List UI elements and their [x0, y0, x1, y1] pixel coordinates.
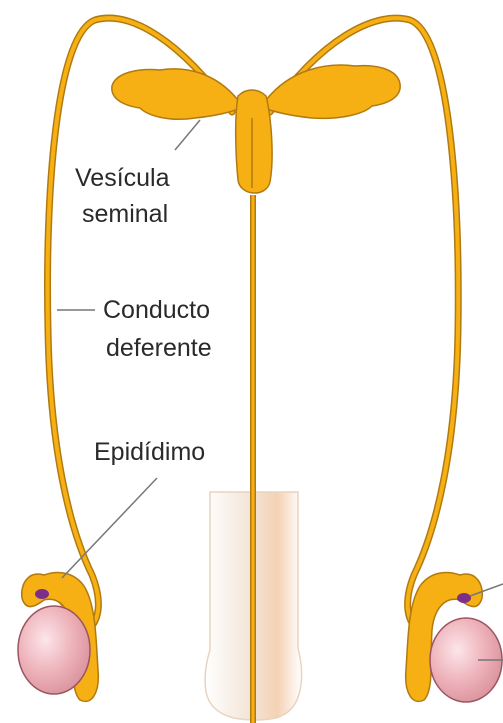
right-seminal-vesicle: [264, 65, 400, 118]
ejaculatory-body: [236, 90, 272, 193]
vesicula-label-line2: seminal: [82, 200, 168, 228]
left-seminal-vesicle: [112, 69, 240, 119]
left-marker: [35, 589, 49, 599]
vesicula-label-line1: Vesícula: [75, 164, 170, 192]
conducto-label-line2: deferente: [106, 334, 212, 362]
conducto-label-line1: Conducto: [103, 296, 210, 324]
right-marker: [457, 593, 471, 603]
vesicula-leader-line: [175, 120, 200, 150]
epididimo-label: Epidídimo: [94, 438, 205, 466]
left-testis-icon: [18, 606, 90, 694]
